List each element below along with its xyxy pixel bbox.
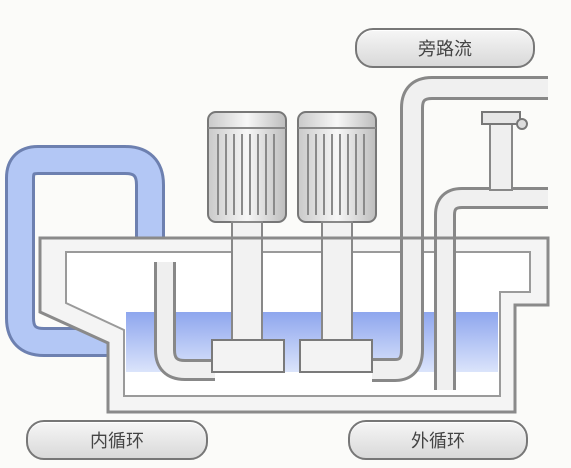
bypass-label: 旁路流 <box>355 28 535 68</box>
motor-left <box>207 111 287 373</box>
outer-loop-label: 外循环 <box>348 420 528 460</box>
motor-right <box>297 111 377 373</box>
inner-loop-label: 内循环 <box>26 420 208 460</box>
valve <box>481 111 521 125</box>
